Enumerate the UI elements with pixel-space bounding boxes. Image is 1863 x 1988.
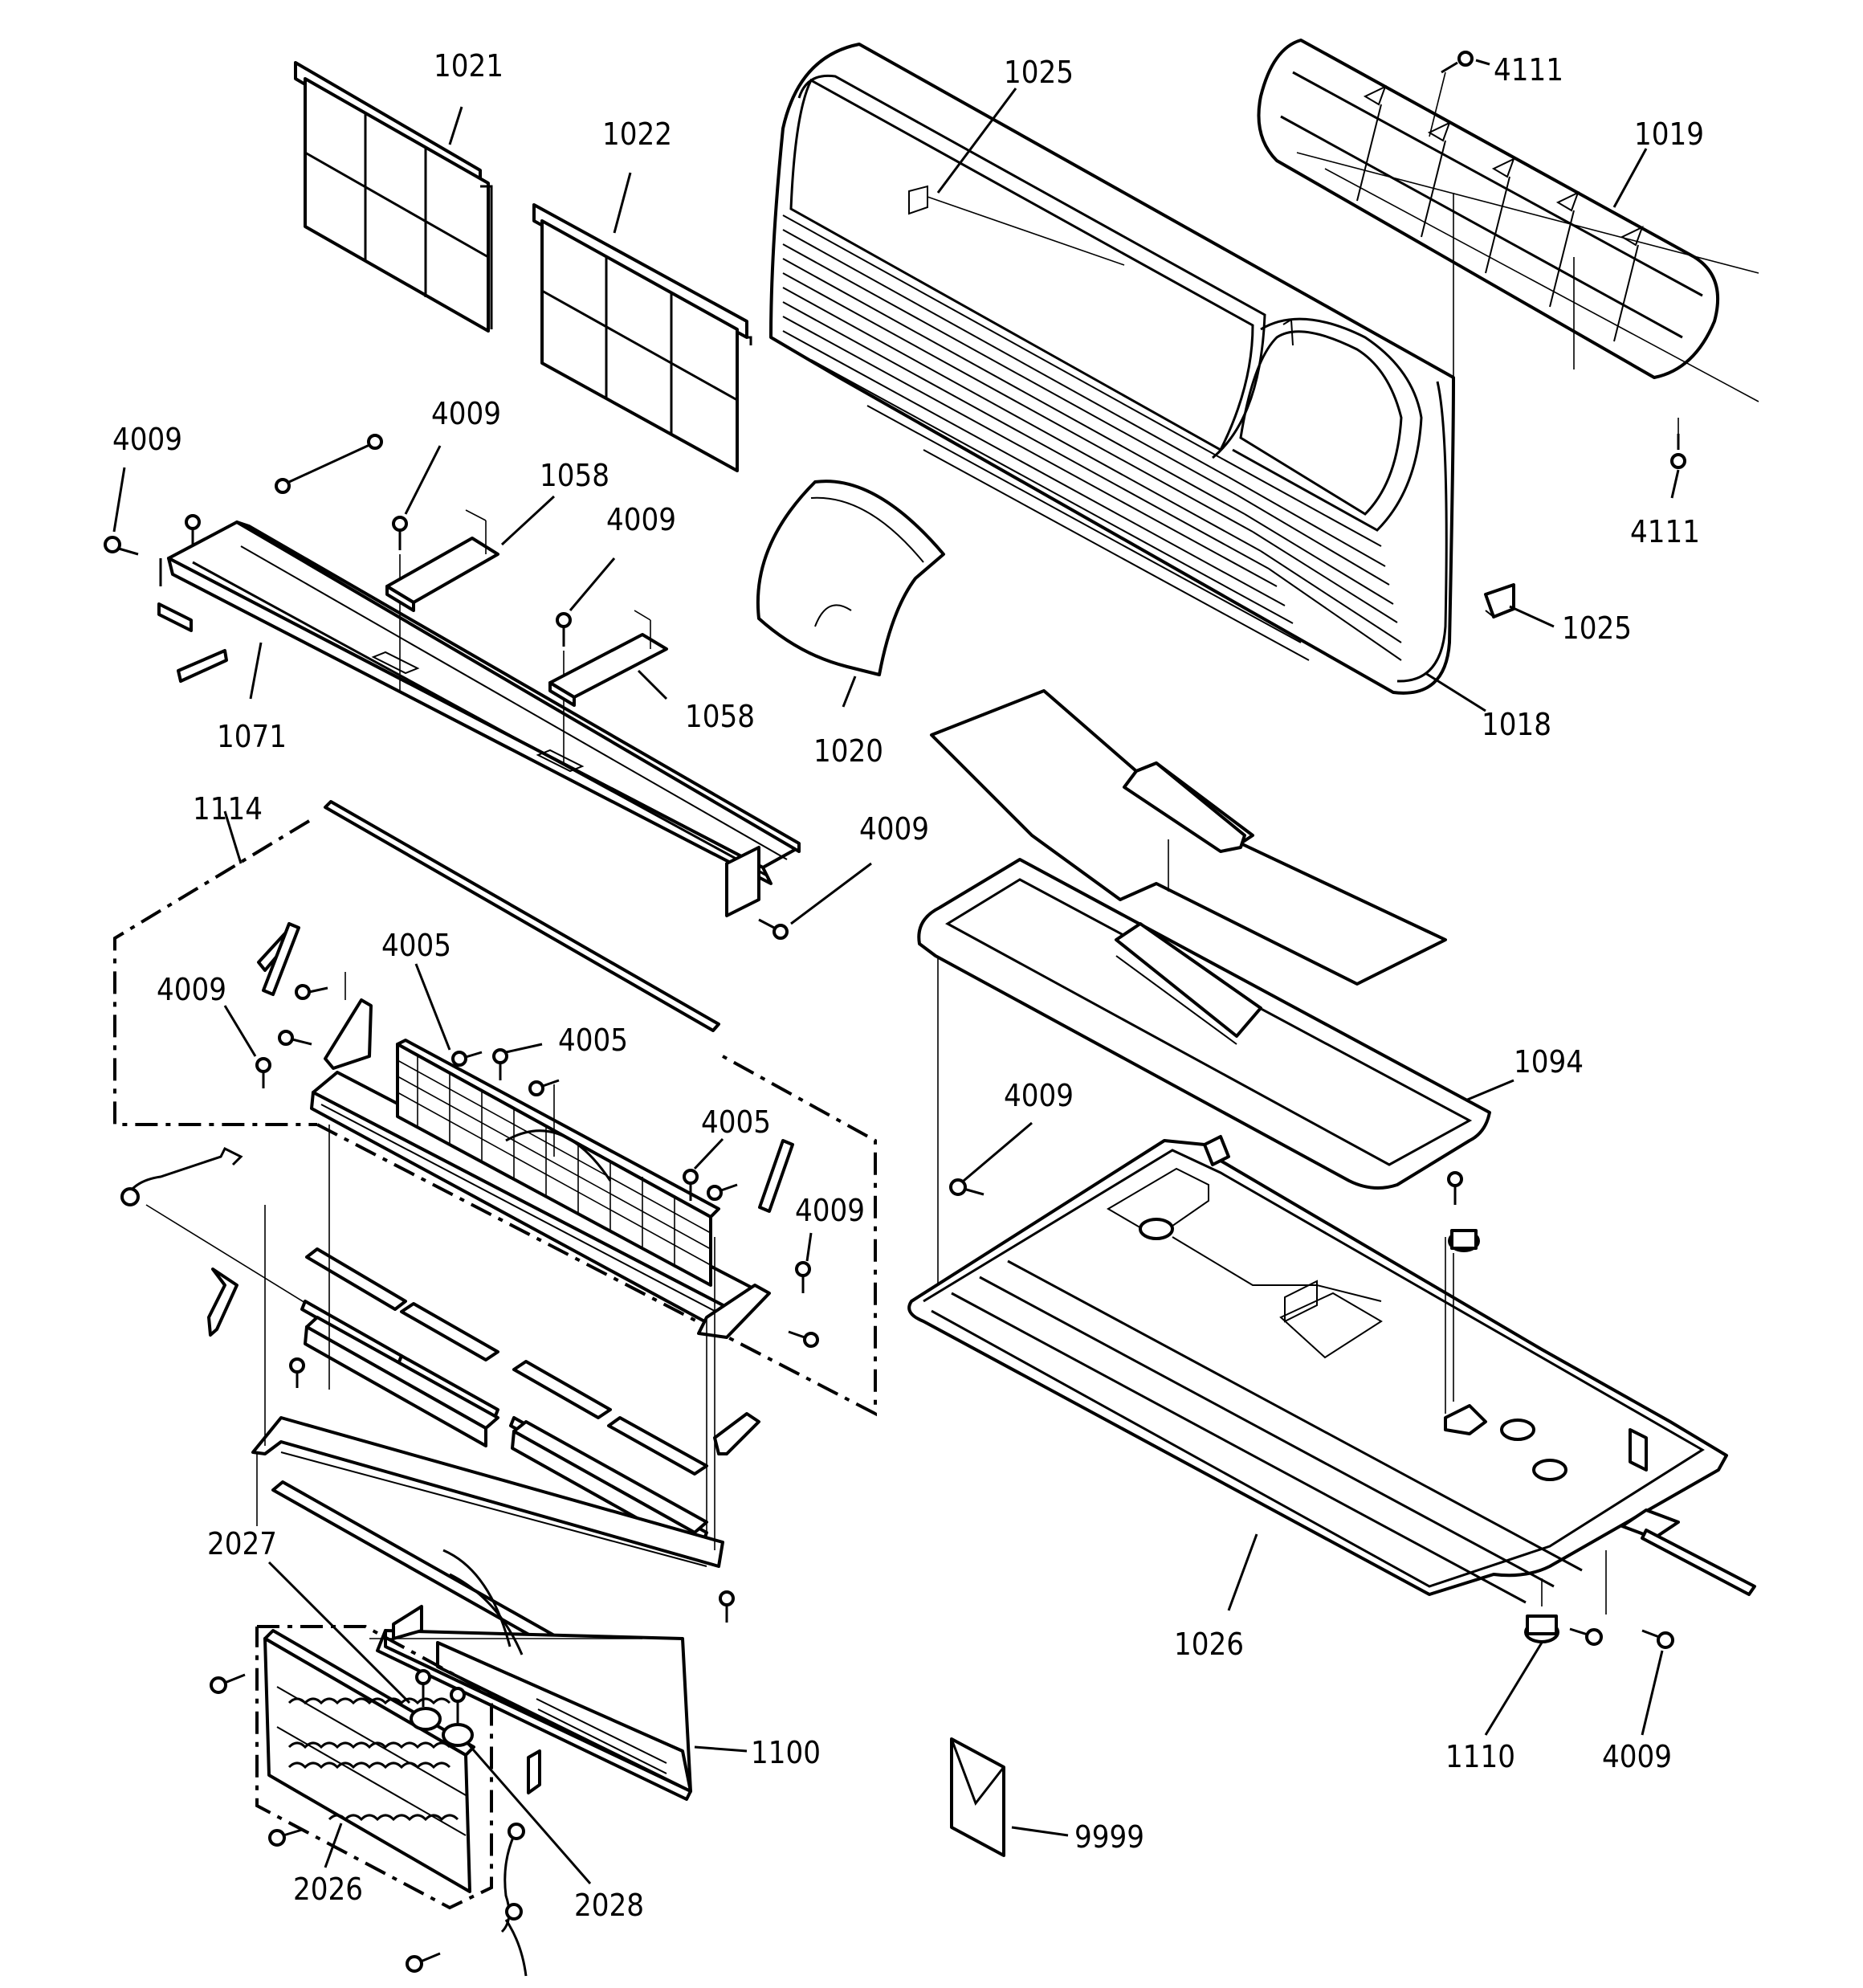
label-1094: 1094 [1514,1044,1584,1080]
heater-assembly-1114-outline [113,819,877,1417]
power-cord [120,1146,310,1306]
label-4009-f: 4009 [1004,1078,1074,1113]
label-4009-b: 4009 [431,396,501,431]
screw-4009-rail-right [758,918,789,940]
label-1110: 1110 [1445,1739,1515,1774]
discharge-louver-1019 [1257,39,1759,446]
leader-lines [112,59,1680,1884]
link-rod [275,434,383,494]
heater-element-rows [300,1247,708,1552]
label-4009-e: 4009 [157,972,226,1007]
mesh-screen [396,1039,720,1287]
label-1022: 1022 [602,116,672,152]
screws-heater-frame [255,984,819,1388]
screw-4009-rail [185,514,201,545]
bushing-1110 [1524,1614,1559,1643]
label-1020: 1020 [813,733,883,769]
part-labels: 1021 1022 1025 4111 1019 4009 4009 1058 … [112,48,1704,1923]
ground-wire [500,1823,528,1977]
label-9999: 9999 [1074,1819,1144,1855]
drain-pan-1094 [917,858,1491,1301]
screw-4009-bracket-b [556,612,572,763]
label-1025-top: 1025 [1004,55,1074,90]
label-1021: 1021 [434,48,503,84]
label-2026: 2026 [293,1872,363,1907]
label-2028: 2028 [574,1888,644,1923]
screw-4111-top [1441,51,1474,74]
front-cabinet-1018 [769,43,1455,695]
screw-4111-bottom [1670,434,1686,469]
screw-4009-bracket-a [392,516,408,691]
screw-heater-bottom [406,1952,441,1973]
insulation-sheet [930,689,1447,986]
label-1026: 1026 [1174,1627,1244,1662]
label-1018: 1018 [1482,707,1551,742]
bracket-1058-a [385,509,499,612]
pad-pieces [157,602,228,683]
thermal-fuse-2028 [442,1687,474,1747]
label-4009-c: 4009 [606,502,676,537]
panel-1100 [369,1549,692,1801]
screw-4009-far-right [1641,1629,1674,1649]
rail-1071 [159,520,801,917]
label-4009-h: 4009 [1602,1739,1672,1774]
screw-4009-right [1569,1627,1603,1646]
screw-4009-left [104,536,139,556]
label-4005-b: 4005 [558,1023,628,1058]
label-1100: 1100 [751,1735,821,1770]
screw-heater-bottom-left [268,1828,303,1847]
screw-panel [719,1590,735,1623]
drive-motor [1447,1171,1480,1252]
label-4009-d: 4009 [859,811,929,847]
screw-heater-left [210,1673,246,1694]
filter-1022 [532,203,752,472]
label-2027: 2027 [207,1526,277,1561]
access-door-1020 [756,480,945,676]
label-1114: 1114 [193,791,263,827]
guide-lines [264,972,715,1550]
label-1058-b: 1058 [685,699,755,734]
bracket-1058-b [548,610,668,707]
limit-switch-2027 [410,1669,442,1731]
label-1071: 1071 [217,719,287,754]
label-1058-a: 1058 [540,458,609,493]
base-pan-1026 [907,1135,1756,1614]
seal-strip [324,800,720,1032]
filter-1021 [294,61,493,333]
label-4111-top: 4111 [1494,52,1563,88]
clip-parts [207,922,794,1455]
bracket-1025 [1484,583,1515,618]
label-4009-a: 4009 [112,422,182,457]
screw-4009-base [949,1178,984,1196]
label-4005-c: 4005 [701,1104,771,1140]
label-4009-g: 4009 [795,1193,865,1228]
manual-9999 [950,1737,1005,1857]
label-1025-bottom: 1025 [1562,610,1632,646]
label-4111-bottom: 4111 [1630,514,1700,549]
label-4005-a: 4005 [381,928,451,963]
cabinet-louvers [782,214,1402,661]
label-1019: 1019 [1634,116,1704,152]
